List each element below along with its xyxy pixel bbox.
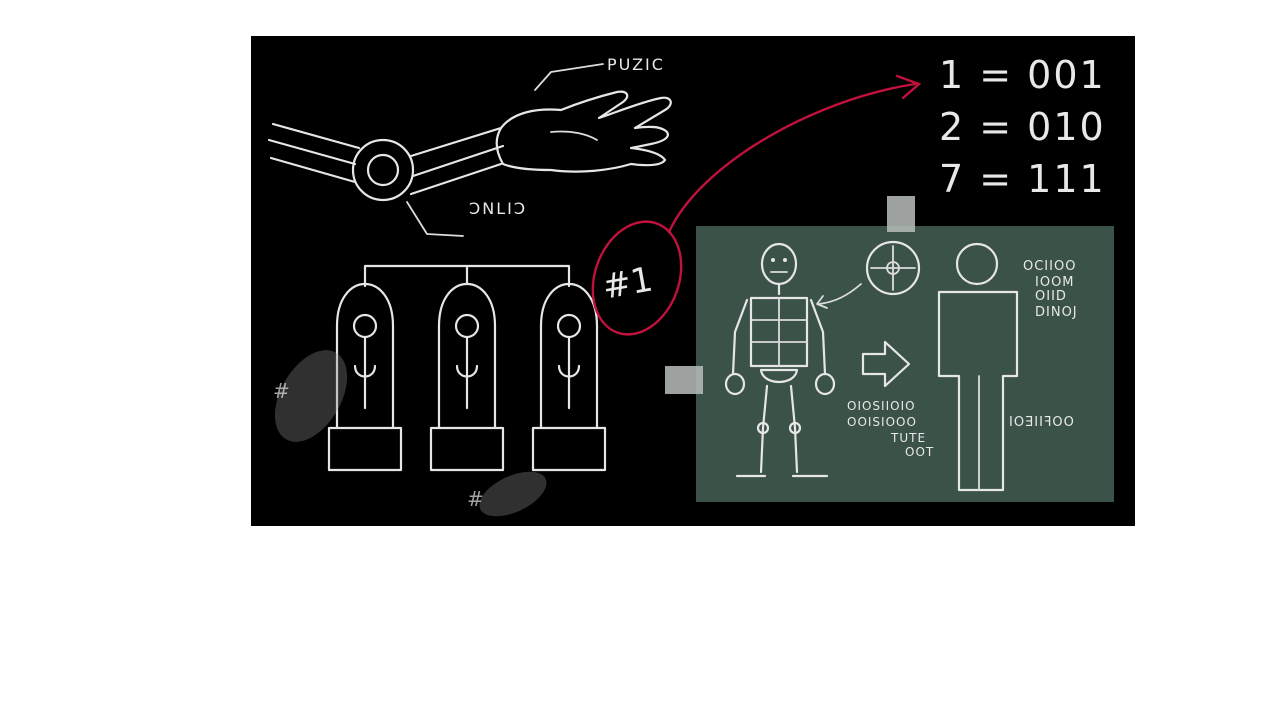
panel-text-right-4: DINOJ <box>1035 305 1078 320</box>
chalkboard-image: PUZIC ƆNLIƆ # <box>251 36 1135 526</box>
arm-illustration: PUZIC ƆNLIƆ <box>267 55 672 237</box>
panel-text-mid: IOƎIIꟻOO <box>1009 415 1075 430</box>
circled-number-label: #1 <box>599 260 655 308</box>
binary-line-3: 7 = 111 <box>939 157 1106 201</box>
resize-handle-left[interactable] <box>665 366 703 394</box>
panel-text-right-2: IOOM <box>1035 275 1075 290</box>
wrist-joint-icon <box>351 138 415 202</box>
green-panel: OCIIOO IOOM OIID DINOJ OIOSIIOIO OOISIOO… <box>665 196 1114 502</box>
panel-text-right: OCIIOO IOOM OIID DINOJ <box>1023 259 1078 320</box>
erased-smudges: # # <box>273 350 547 517</box>
panel-text-left-1: OIOSIIOIO <box>847 399 916 413</box>
panel-text-left-4: OOT <box>905 445 934 459</box>
skeleton-figure <box>724 242 836 478</box>
smudge-label-2: # <box>467 487 484 511</box>
binary-line-1: 1 = 001 <box>939 53 1106 97</box>
binary-line-2: 2 = 010 <box>939 105 1106 149</box>
panel-text-left-3: TUTE <box>890 431 926 445</box>
person-figure <box>937 242 1019 492</box>
panel-text-left: OIOSIIOIO OOISIOOO TUTE OOT <box>847 399 934 459</box>
panel-text-right-3: OIID <box>1035 289 1067 304</box>
resize-handle-top[interactable] <box>887 196 915 232</box>
smudge-label-1: # <box>273 379 290 403</box>
hand-label-bottom: ƆNLIƆ <box>469 199 527 218</box>
chalk-drawing: PUZIC ƆNLIƆ # <box>267 53 1114 517</box>
pods-illustration <box>327 264 607 472</box>
panel-text-left-2: OOISIOOO <box>847 415 917 429</box>
panel-text-right-1: OCIIOO <box>1023 259 1076 274</box>
red-arrow <box>667 82 917 234</box>
crosshair-icon <box>865 240 921 296</box>
red-annotation: #1 <box>591 74 922 336</box>
red-circle <box>591 220 683 336</box>
right-arrow-icon <box>861 340 911 388</box>
hand-label-top: PUZIC <box>607 55 665 74</box>
binary-table: 1 = 001 2 = 010 7 = 111 <box>939 53 1106 201</box>
